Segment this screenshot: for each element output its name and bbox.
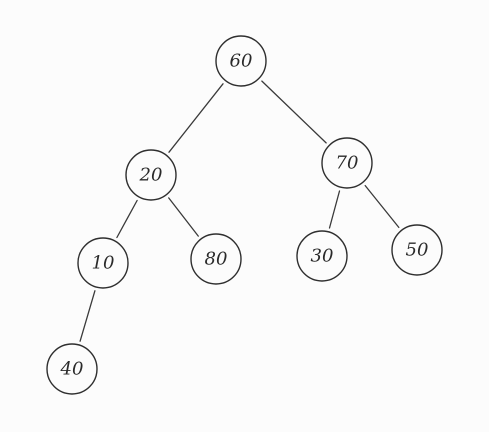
node-label: 10	[92, 253, 115, 274]
tree-node-10: 10	[77, 237, 129, 289]
tree-edge-n20-n80	[168, 197, 199, 237]
node-label: 20	[139, 165, 163, 186]
tree-node-30: 30	[296, 230, 348, 282]
tree-edge-n20-n10	[116, 199, 138, 239]
tree-node-80: 80	[190, 233, 242, 285]
node-circle	[46, 343, 98, 395]
node-label: 30	[311, 246, 334, 267]
node-label: 40	[60, 359, 84, 380]
node-circle	[190, 233, 242, 285]
tree-node-40: 40	[46, 343, 98, 395]
tree-edge-n60-n70	[261, 80, 327, 144]
tree-edges	[79, 80, 400, 342]
tree-node-70: 70	[321, 137, 373, 189]
node-label: 80	[205, 249, 228, 270]
node-label: 70	[336, 153, 359, 174]
tree-edge-n70-n30	[328, 190, 341, 229]
node-circle	[321, 137, 373, 189]
node-circle	[296, 230, 348, 282]
node-circle	[77, 237, 129, 289]
node-circle	[215, 35, 267, 87]
node-circle	[125, 149, 177, 201]
tree-node-50: 50	[391, 224, 443, 276]
node-label: 60	[230, 51, 253, 72]
tree-node-60: 60	[215, 35, 267, 87]
tree-edge-n10-n40	[79, 290, 96, 342]
tree-edge-n70-n50	[364, 184, 400, 229]
node-circle	[391, 224, 443, 276]
tree-node-20: 20	[125, 149, 177, 201]
tree-nodes: 60 20 70 10 80 30 50 40	[46, 35, 443, 395]
tree-edge-n60-n20	[168, 83, 224, 153]
node-label: 50	[406, 240, 429, 261]
